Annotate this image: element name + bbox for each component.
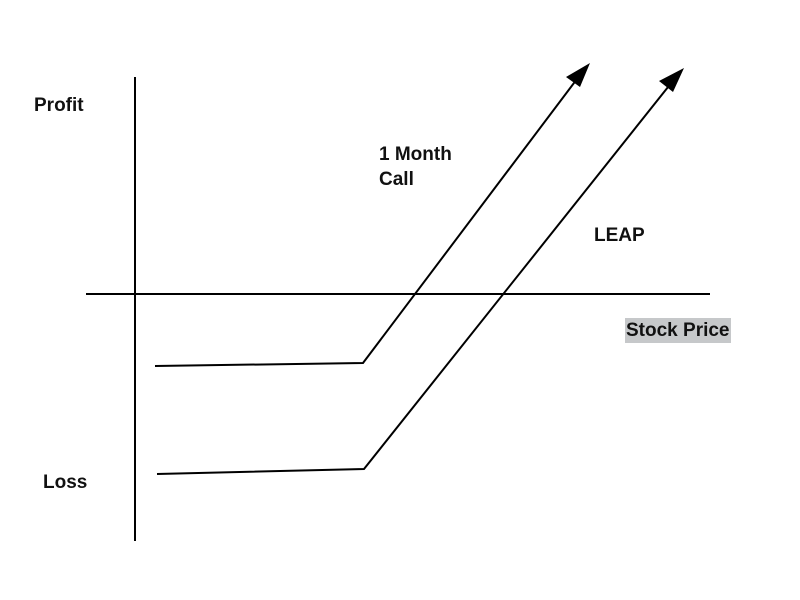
stock-price-axis-label: Stock Price <box>625 318 731 343</box>
one-month-call-payoff-line <box>154 70 584 367</box>
one-month-call-label-line2: Call <box>379 169 414 190</box>
one-month-call-label: 1 Month Call <box>379 142 452 192</box>
leap-label: LEAP <box>594 225 645 246</box>
leap-arrowhead <box>659 68 684 92</box>
loss-axis-label: Loss <box>43 472 88 493</box>
leap-payoff-line <box>156 76 677 475</box>
profit-axis-label: Profit <box>34 95 84 116</box>
one-month-call-arrowhead <box>566 63 590 87</box>
one-month-call-label-line1: 1 Month <box>379 144 452 165</box>
